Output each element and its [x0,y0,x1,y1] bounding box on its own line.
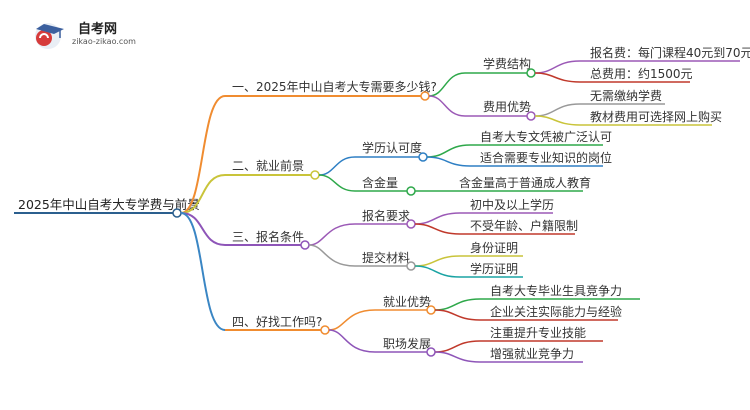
edge-b3-c2-l2 [414,265,461,278]
branch-3-label[interactable]: 三、报名条件 [232,229,304,244]
edge-branch-3 [180,212,226,246]
edge-b1-c2 [428,95,466,117]
edge-b2-c2 [318,174,356,192]
branch-1-label[interactable]: 一、2025年中山自考大专需要多少钱? [232,79,437,94]
edge-branch-4 [180,212,226,331]
site-logo[interactable]: 自考网 zikao-zikao.com [30,16,170,54]
b1-c1-node[interactable] [526,68,536,78]
b1-c2-leaf-2: 教材费用可选择网上购买 [590,109,722,124]
edge-b3-c2-l1 [414,255,461,267]
edge-b3-c1-l2 [414,223,461,235]
root-node [172,208,182,218]
edge-b1-c2-l2 [534,115,581,126]
b3-c2-leaf-2: 学历证明 [470,261,518,276]
b2-c1-leaf-2: 适合需要专业知识的岗位 [480,150,612,165]
b3-c1-leaf-1: 初中及以上学历 [470,197,554,212]
b3-c1-node[interactable] [406,219,416,229]
edge-b3-c1-l1 [414,212,461,225]
b1-c2-leaf-1: 无需缴纳学费 [590,88,662,103]
edge-b3-c2 [308,244,356,267]
edge-branch-2 [180,174,226,214]
b3-c1-leaf-2: 不受年龄、户籍限制 [470,218,578,233]
b2-c2-node[interactable] [406,186,416,196]
b3-c1-label[interactable]: 报名要求 [362,208,410,223]
branch-2-node[interactable] [310,170,320,180]
b4-c1-node[interactable] [426,305,436,315]
branch-1-node[interactable] [420,91,430,101]
root-label: 2025年中山自考大专学费与前景 [18,197,200,212]
b2-c1-leaf-1: 自考大专文凭被广泛认可 [480,129,612,144]
b2-c2-leaf-1: 含金量高于普通成人教育 [459,175,591,190]
edge-b1-c1 [428,72,466,97]
b4-c1-leaf-1: 自考大专毕业生具竞争力 [490,283,622,298]
b1-c2-label[interactable]: 费用优势 [483,100,531,114]
edge-b4-c2-l1 [434,340,481,353]
b1-c1-leaf-1: 报名费：每门课程40元到70元 [590,45,750,60]
b2-c1-node[interactable] [418,152,428,162]
edge-b4-c2 [328,329,376,353]
b1-c2-node[interactable] [526,111,536,121]
b4-c2-label[interactable]: 职场发展 [383,336,431,351]
b3-c2-label[interactable]: 提交材料 [362,250,410,265]
edge-branch-1 [180,95,226,214]
b4-c1-label[interactable]: 就业优势 [383,295,431,309]
b2-c1-label[interactable]: 学历认可度 [362,140,422,155]
b4-c2-leaf-1: 注重提升专业技能 [490,325,586,340]
branch-4-label[interactable]: 四、好找工作吗? [232,315,322,329]
edge-b2-c1 [318,156,356,176]
b2-c2-label[interactable]: 含金量 [362,175,398,190]
b1-c1-leaf-2: 总费用：约1500元 [590,66,693,81]
brand-url: zikao-zikao.com [72,37,136,46]
edge-b4-c2-l2 [434,351,481,363]
edge-b2-c1-l2 [426,156,471,167]
brand-name: 自考网 [78,22,118,37]
b1-c1-label[interactable]: 学费结构 [483,56,531,71]
graduation-cap-icon [35,23,64,49]
b3-c2-node[interactable] [406,261,416,271]
edge-b1-c2-l1 [534,103,581,117]
b4-c1-leaf-2: 企业关注实际能力与经验 [490,304,622,319]
edge-b3-c1 [308,223,356,246]
branch-3-node[interactable] [300,240,310,250]
edge-b2-c1-l1 [426,144,471,158]
edge-b4-c1-l2 [434,309,481,321]
branch-2-label[interactable]: 二、就业前景 [232,158,304,173]
edge-b4-c1 [328,309,376,331]
b4-c2-node[interactable] [426,347,436,357]
b4-c2-leaf-2: 增强就业竞争力 [490,347,574,361]
branch-4-node[interactable] [320,325,330,335]
b3-c2-leaf-1: 身份证明 [470,240,518,255]
edge-b4-c1-l1 [434,298,481,311]
edge-b1-c1-l1 [534,60,581,74]
edge-b1-c1-l2 [534,72,581,83]
